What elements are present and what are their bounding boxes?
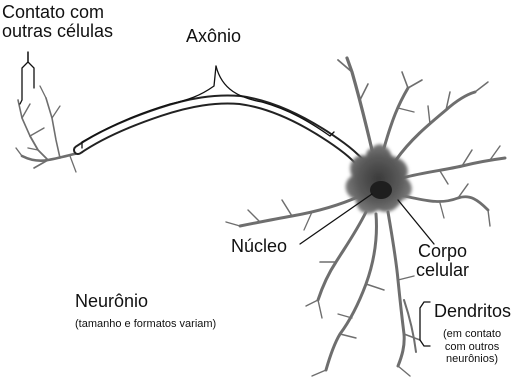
neuron-title: Neurônio (75, 292, 148, 311)
contact-leader (20, 52, 28, 104)
nucleus-label: Núcleo (231, 237, 287, 256)
nucleus (370, 181, 392, 199)
dendrites-label: Dendritos (434, 302, 511, 321)
axon-terminals (16, 86, 82, 172)
dendrites-note: (em contato com outros neurônios) (443, 328, 501, 366)
dendrites-leader (420, 302, 430, 346)
neuron-note: (tamanho e formatos variam) (75, 318, 216, 331)
axon (78, 100, 368, 173)
axon-label: Axônio (186, 27, 241, 46)
cell-body-label: Corpo celular (416, 242, 469, 281)
contact-label: Contato com outras células (2, 3, 113, 42)
contact-leader-2 (28, 52, 34, 88)
cell-body-leader (398, 200, 434, 244)
